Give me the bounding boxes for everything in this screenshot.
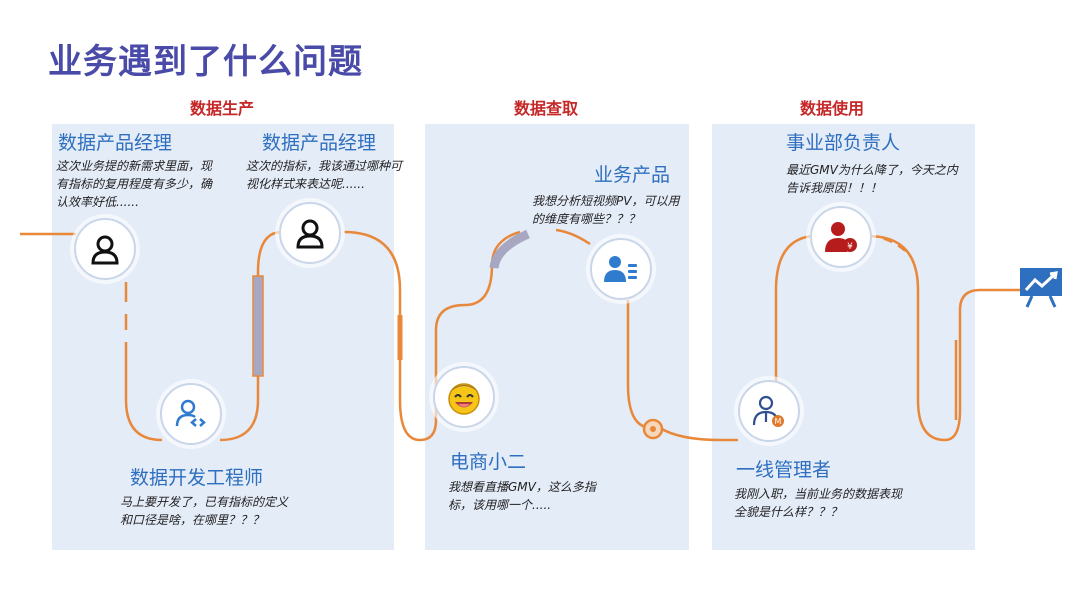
section-label-usage: 数据使用 (800, 99, 865, 118)
panel-data-usage (712, 124, 975, 550)
user-icon (74, 218, 136, 280)
persona-role-frontline-manager: 一线管理者 (736, 459, 832, 481)
page-title: 业务遇到了什么问题 (48, 42, 363, 82)
developer-icon (160, 383, 222, 445)
persona-quote-frontline-manager: 我刚入职，当前业务的数据表现全貌是什么样？？？ (734, 487, 903, 519)
section-label-query: 数据查取 (514, 99, 579, 118)
persona-role-ecommerce-operator: 电商小二 (450, 451, 527, 473)
persona-quote-division-head: 最近GMV为什么降了，今天之内告诉我原因！！！ (786, 163, 958, 195)
business-card-icon (590, 238, 652, 300)
panel-data-production (52, 124, 394, 550)
persona-role-product-manager-2: 数据产品经理 (262, 132, 377, 154)
executive-icon: ¥ (810, 206, 872, 268)
persona-quote-product-manager-2: 这次的指标，我该通过哪种可视化样式来表达呢...... (246, 159, 403, 191)
presentation-chart-icon (1018, 266, 1064, 312)
persona-quote-business-product: 我想分析短视频PV，可以用的维度有哪些？？？ (532, 194, 680, 226)
persona-quote-product-manager-1: 这次业务提的新需求里面，现有指标的复用程度有多少，确认效率好低...... (56, 159, 213, 209)
persona-role-product-manager-1: 数据产品经理 (58, 132, 173, 154)
user-icon (279, 202, 341, 264)
manager-icon: M (738, 380, 800, 442)
persona-role-division-head: 事业部负责人 (786, 132, 901, 154)
section-label-production: 数据生产 (190, 99, 255, 118)
persona-quote-data-engineer: 马上要开发了，已有指标的定义和口径是啥，在哪里？？？ (120, 495, 289, 527)
persona-role-business-product: 业务产品 (594, 164, 671, 186)
panel-data-query (425, 124, 689, 550)
persona-quote-ecommerce-operator: 我想看直播GMV，这么多指标，该用哪一个..... (448, 480, 596, 512)
persona-role-data-engineer: 数据开发工程师 (130, 467, 264, 489)
svg-text:¥: ¥ (847, 242, 853, 252)
svg-text:M: M (775, 417, 782, 426)
smiley-avatar-icon (433, 366, 495, 428)
